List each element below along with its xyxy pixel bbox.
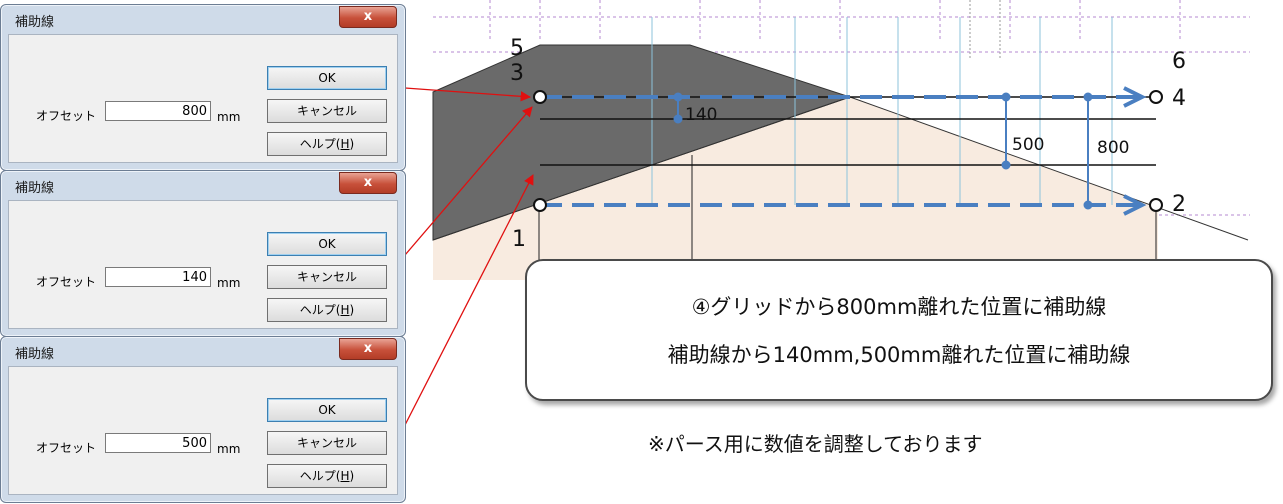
offset-label: オフセット	[36, 109, 97, 123]
dialog-title: 補助線	[15, 181, 55, 196]
close-icon: x	[363, 9, 373, 24]
cancel-button[interactable]: キャンセル	[267, 265, 387, 289]
unit-label: mm	[217, 276, 241, 290]
help-label-prefix: ヘルプ(	[299, 303, 341, 317]
unit-label: mm	[217, 110, 241, 124]
close-button[interactable]: x	[339, 172, 397, 194]
pointer-arrows	[404, 87, 534, 426]
help-label-prefix: ヘルプ(	[299, 469, 341, 483]
cancel-button[interactable]: キャンセル	[267, 431, 387, 455]
help-label-suffix: )	[349, 303, 355, 317]
help-button[interactable]: ヘルプ(H)	[267, 464, 387, 488]
dialog-client: オフセット mm OK キャンセル ヘルプ(H)	[8, 34, 398, 163]
point-label-6: 6	[1172, 49, 1186, 74]
footnote: ※パース用に数値を調整しております	[648, 432, 983, 456]
dialog-title: 補助線	[15, 347, 55, 362]
close-button[interactable]: x	[339, 6, 397, 28]
point-label-1: 1	[512, 227, 526, 252]
dialog-offset-500: 補助線 x オフセット mm OK キャンセル ヘルプ(H)	[0, 336, 406, 503]
ok-button[interactable]: OK	[267, 66, 387, 90]
help-accelerator: H	[340, 469, 350, 483]
point-3	[533, 90, 547, 104]
dialog-client: オフセット mm OK キャンセル ヘルプ(H)	[8, 200, 398, 329]
dim-label-500: 500	[1012, 135, 1044, 155]
help-accelerator: H	[340, 303, 350, 317]
offset-label: オフセット	[36, 275, 97, 289]
unit-label: mm	[217, 442, 241, 456]
dialog-title: 補助線	[15, 15, 55, 30]
dialog-offset-140: 補助線 x オフセット mm OK キャンセル ヘルプ(H)	[0, 170, 406, 337]
point-label-3: 3	[510, 61, 524, 86]
help-accelerator: H	[340, 137, 350, 151]
explanation-callout: ④グリッドから800mm離れた位置に補助線 補助線から140mm,500mm離れ…	[525, 259, 1273, 401]
close-icon: x	[363, 175, 373, 190]
point-label-5: 5	[510, 36, 524, 61]
dimension-lines	[673, 92, 1093, 210]
vertical-guide-lines	[651, 17, 1113, 205]
dialog-client: オフセット mm OK キャンセル ヘルプ(H)	[8, 366, 398, 495]
dialog-offset-800: 補助線 x オフセット mm OK キャンセル ヘルプ(H)	[0, 4, 406, 171]
dim-label-800: 800	[1097, 138, 1129, 158]
callout-line-1: ④グリッドから800mm離れた位置に補助線	[691, 295, 1107, 319]
cancel-button[interactable]: キャンセル	[267, 99, 387, 123]
point-label-4: 4	[1172, 86, 1186, 111]
offset-input[interactable]	[105, 433, 211, 453]
ok-button[interactable]: OK	[267, 232, 387, 256]
ok-button[interactable]: OK	[267, 398, 387, 422]
point-2	[1149, 198, 1163, 212]
help-label-suffix: )	[349, 137, 355, 151]
close-icon: x	[363, 341, 373, 356]
dim-label-140: 140	[685, 105, 717, 125]
point-1	[533, 198, 547, 212]
point-4	[1149, 90, 1163, 104]
point-label-2: 2	[1172, 192, 1186, 217]
offset-input[interactable]	[105, 101, 211, 121]
callout-line-2: 補助線から140mm,500mm離れた位置に補助線	[667, 343, 1131, 367]
help-label-suffix: )	[349, 469, 355, 483]
offset-label: オフセット	[36, 441, 97, 455]
offset-input[interactable]	[105, 267, 211, 287]
close-button[interactable]: x	[339, 338, 397, 360]
help-button[interactable]: ヘルプ(H)	[267, 298, 387, 322]
help-button[interactable]: ヘルプ(H)	[267, 132, 387, 156]
help-label-prefix: ヘルプ(	[299, 137, 341, 151]
